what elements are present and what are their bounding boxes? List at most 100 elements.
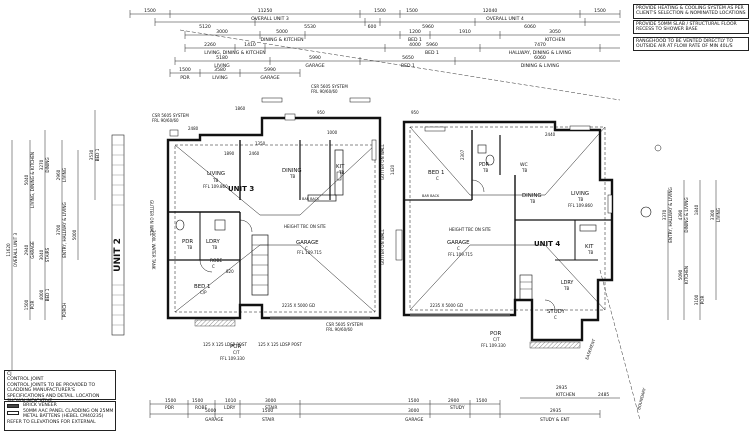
svg-text:11620: 11620: [6, 243, 11, 257]
svg-text:6060: 6060: [524, 24, 536, 30]
svg-text:2940: 2940: [24, 244, 29, 255]
svg-text:FFL 109.330: FFL 109.330: [220, 356, 245, 361]
unit2-boundary: [111, 134, 125, 336]
svg-text:1500: 1500: [24, 299, 29, 310]
unit3-living: LIVING: [207, 171, 225, 177]
svg-text:LIVING: LIVING: [212, 75, 228, 81]
svg-text:ROBE: ROBE: [195, 405, 208, 411]
unit4-study: STUDY: [547, 309, 566, 315]
north-point-icon: [640, 206, 652, 218]
unit2-label: UNIT 2: [113, 238, 123, 272]
svg-text:5000: 5000: [205, 408, 216, 414]
svg-text:LIVING, DINING & KITCHEN: LIVING, DINING & KITCHEN: [30, 152, 35, 208]
svg-text:1420: 1420: [390, 164, 395, 175]
unit4-dining: DINING: [522, 193, 542, 199]
svg-text:ENTRY, HALLWAY & LIVING: ENTRY, HALLWAY & LIVING: [668, 187, 673, 242]
svg-text:FRL 90/60/60: FRL 90/60/60: [311, 89, 338, 94]
svg-text:HALLWAY, DINING & LIVING: HALLWAY, DINING & LIVING: [509, 50, 572, 56]
svg-text:3700: 3700: [56, 224, 61, 235]
svg-text:GARAGE: GARAGE: [260, 75, 279, 81]
svg-text:FFL 109.715: FFL 109.715: [448, 252, 473, 257]
svg-text:TB: TB: [482, 168, 488, 173]
unit3-room-labels: LIVING TB FFL 109.860 DINING TB KIT TB G…: [182, 164, 345, 361]
right-dimension-text: 3370 ENTRY, HALLWAY & LIVING 4390 DINING…: [662, 187, 721, 305]
svg-text:LIVING: LIVING: [716, 208, 721, 222]
svg-text:CSR 5605 SYSTEM: CSR 5605 SYSTEM: [326, 322, 363, 327]
unit4-por: POR: [490, 331, 501, 337]
svg-text:LDRY: LDRY: [224, 405, 236, 411]
svg-text:STUDY & ENT: STUDY & ENT: [540, 417, 570, 423]
svg-text:1500: 1500: [165, 398, 176, 404]
svg-text:TB: TB: [521, 168, 527, 173]
legend-brick: BRICK VENEER: [23, 403, 57, 408]
svg-text:KITCHEN: KITCHEN: [684, 266, 689, 284]
svg-text:1500: 1500: [192, 398, 203, 404]
svg-text:C: C: [436, 176, 439, 181]
svg-text:PORCH: PORCH: [62, 303, 67, 318]
svg-text:BED 1: BED 1: [408, 37, 422, 43]
svg-text:LIVING: LIVING: [214, 63, 230, 69]
svg-text:HEIGHT TBC ON SITE: HEIGHT TBC ON SITE: [284, 224, 326, 229]
svg-text:1410: 1410: [244, 42, 256, 48]
svg-text:STAIR: STAIR: [262, 417, 274, 423]
top-dimension-text: 1500 11250 1500 1500 12040 1500 OVERALL …: [144, 8, 606, 81]
svg-text:C: C: [212, 264, 215, 269]
svg-text:5650: 5650: [402, 55, 414, 61]
boundary-line-top: [179, 29, 621, 101]
control-joint-symbol: CJ: [7, 372, 12, 377]
svg-text:1840: 1840: [694, 204, 699, 215]
svg-text:125 X 125 LDSP POST: 125 X 125 LDSP POST: [203, 342, 247, 347]
svg-text:950: 950: [317, 110, 325, 115]
svg-text:OVERALL UNIT 3: OVERALL UNIT 3: [13, 233, 18, 268]
legend-control-joint: CJ CONTROL JOINT CONTROL JOINTS TO BE PR…: [4, 370, 116, 404]
svg-text:6060: 6060: [534, 55, 546, 61]
svg-text:BOUNDARY: BOUNDARY: [636, 387, 647, 411]
svg-text:LIVING, DINING & KITCHEN: LIVING, DINING & KITCHEN: [204, 50, 265, 56]
svg-text:3530: 3530: [89, 149, 94, 160]
svg-text:5000: 5000: [72, 229, 77, 240]
svg-text:ENTRY, HALLWAY & LIVING: ENTRY, HALLWAY & LIVING: [62, 202, 67, 257]
svg-text:4390: 4390: [678, 209, 683, 220]
svg-text:TB: TB: [587, 250, 593, 255]
control-joint-title: CONTROL JOINT: [7, 377, 44, 383]
unit4-annotations: HEIGHT TBC ON SITE 2235 X 5000 GD 950 24…: [390, 110, 647, 410]
top-dimension-lines: [129, 10, 621, 77]
svg-text:TB: TB: [211, 245, 217, 250]
unit4-ldry: LDRY: [561, 280, 573, 286]
svg-text:TB: TB: [186, 245, 192, 250]
svg-text:1860: 1860: [235, 106, 246, 111]
svg-text:CSR 5605 SYSTEM: CSR 5605 SYSTEM: [311, 84, 348, 89]
svg-text:TB: TB: [577, 197, 583, 202]
unit3-kit: KIT: [336, 164, 345, 170]
svg-text:FFL 109.860: FFL 109.860: [203, 184, 228, 189]
svg-text:STAIR: STAIR: [265, 405, 277, 411]
svg-text:5180: 5180: [216, 55, 228, 61]
svg-text:820: 820: [226, 269, 234, 274]
top-dim-5: 12040: [483, 8, 498, 14]
svg-text:PDR: PDR: [165, 405, 174, 411]
svg-text:5530: 5530: [304, 24, 316, 30]
svg-text:1890: 1890: [224, 151, 235, 156]
svg-text:2900: 2900: [448, 398, 459, 404]
svg-text:3000: 3000: [216, 29, 228, 35]
unit3-windows: [169, 97, 377, 161]
svg-text:GARAGE: GARAGE: [305, 63, 324, 69]
legend-elevations: REFER TO ELEVATIONS FOR EXTERNAL: [7, 420, 96, 425]
svg-text:DINING & LIVING: DINING & LIVING: [521, 63, 560, 69]
unit4-living: LIVING: [571, 191, 589, 197]
svg-text:2235 X 5000 GD: 2235 X 5000 GD: [282, 303, 315, 308]
svg-text:125 X 125 LDSP POST: 125 X 125 LDSP POST: [258, 342, 302, 347]
svg-text:1010: 1010: [225, 398, 236, 404]
unit3-dining: DINING: [282, 168, 302, 174]
svg-text:KITCHEN: KITCHEN: [545, 37, 565, 43]
svg-text:FRL 90/60/60: FRL 90/60/60: [152, 118, 179, 123]
svg-text:3000: 3000: [408, 408, 419, 414]
svg-text:STUDY: STUDY: [450, 405, 465, 411]
svg-text:EASEMENT: EASEMENT: [584, 338, 596, 361]
svg-text:C: C: [554, 315, 557, 320]
unit3-annotations: CSR 5605 SYSTEM FRL 90/60/60 CSR 5605 SY…: [149, 84, 385, 347]
svg-text:1500: 1500: [408, 398, 419, 404]
svg-text:2260: 2260: [204, 42, 216, 48]
